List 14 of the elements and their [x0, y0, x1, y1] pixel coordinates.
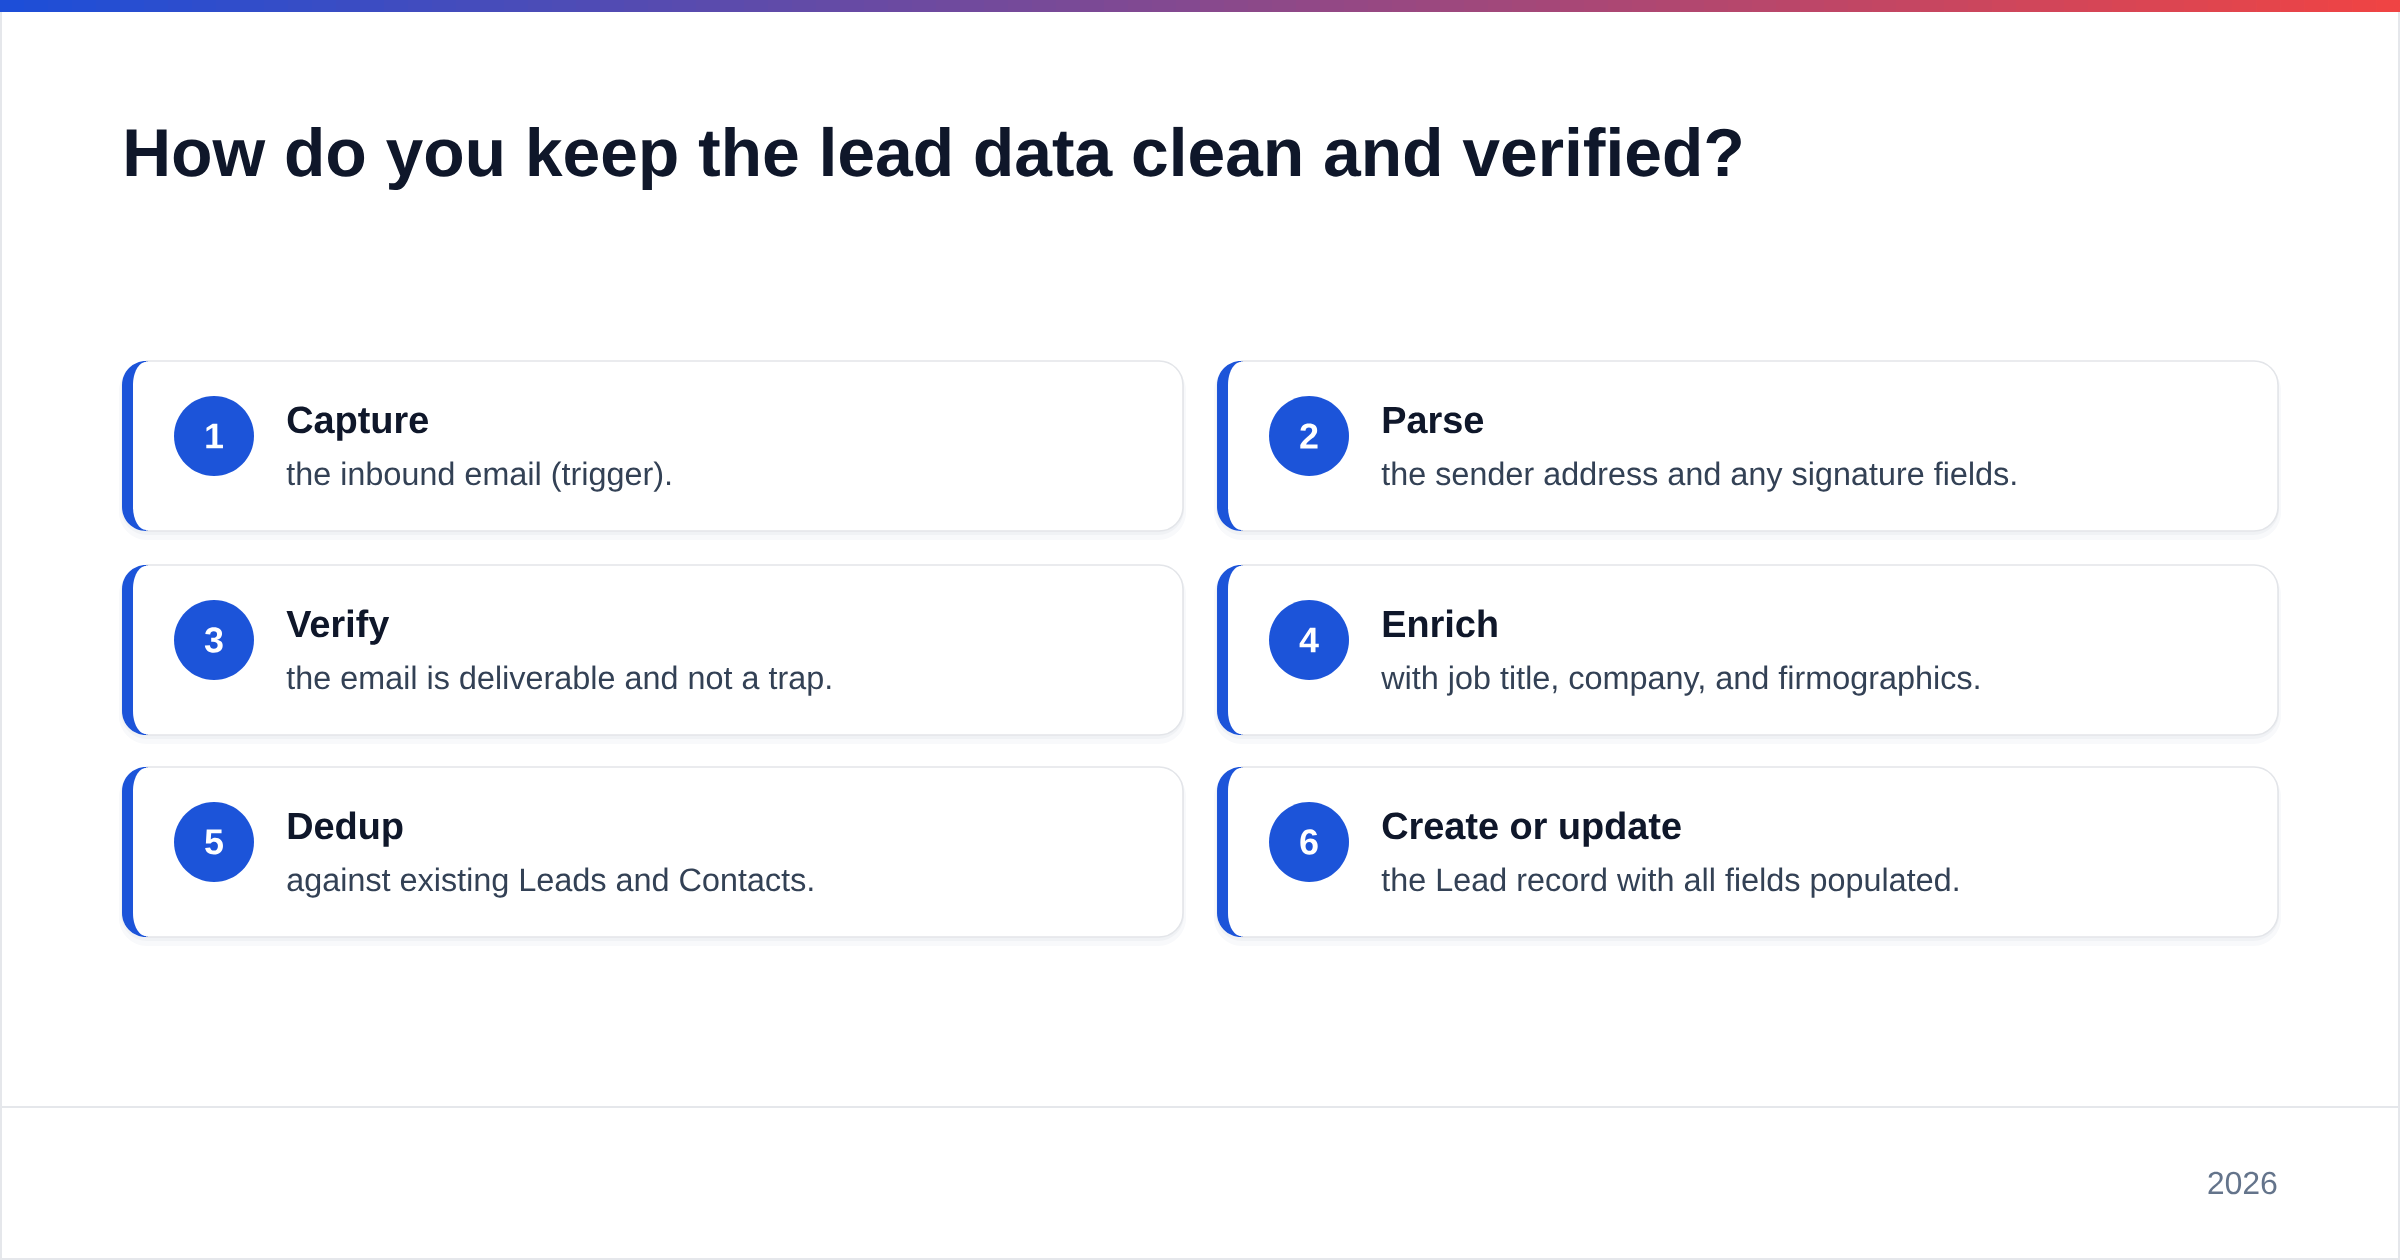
year-label: 2026	[2208, 1171, 2277, 1195]
step-description: against existing Leads and Contacts.	[287, 867, 813, 898]
step-title: Create or update	[1382, 811, 1681, 847]
title: How do you keep the lead data clean and verified?	[126, 126, 1741, 191]
step-description: the sender address and any signature fields.	[1381, 461, 2016, 492]
step-title: Dedup	[288, 811, 403, 847]
step-description: with job title, company, and firmographics.	[1381, 665, 1979, 696]
step-title: Verify	[286, 609, 390, 645]
step-title: Parse	[1383, 406, 1484, 434]
step-title: Enrich	[1383, 609, 1497, 638]
step-description: the inbound email (trigger).	[286, 461, 671, 492]
step-description: the email is deliverable and not a trap.	[286, 665, 831, 696]
step-title: Capture	[287, 406, 428, 441]
step-description: the Lead record with all fields populated.	[1381, 867, 1958, 898]
